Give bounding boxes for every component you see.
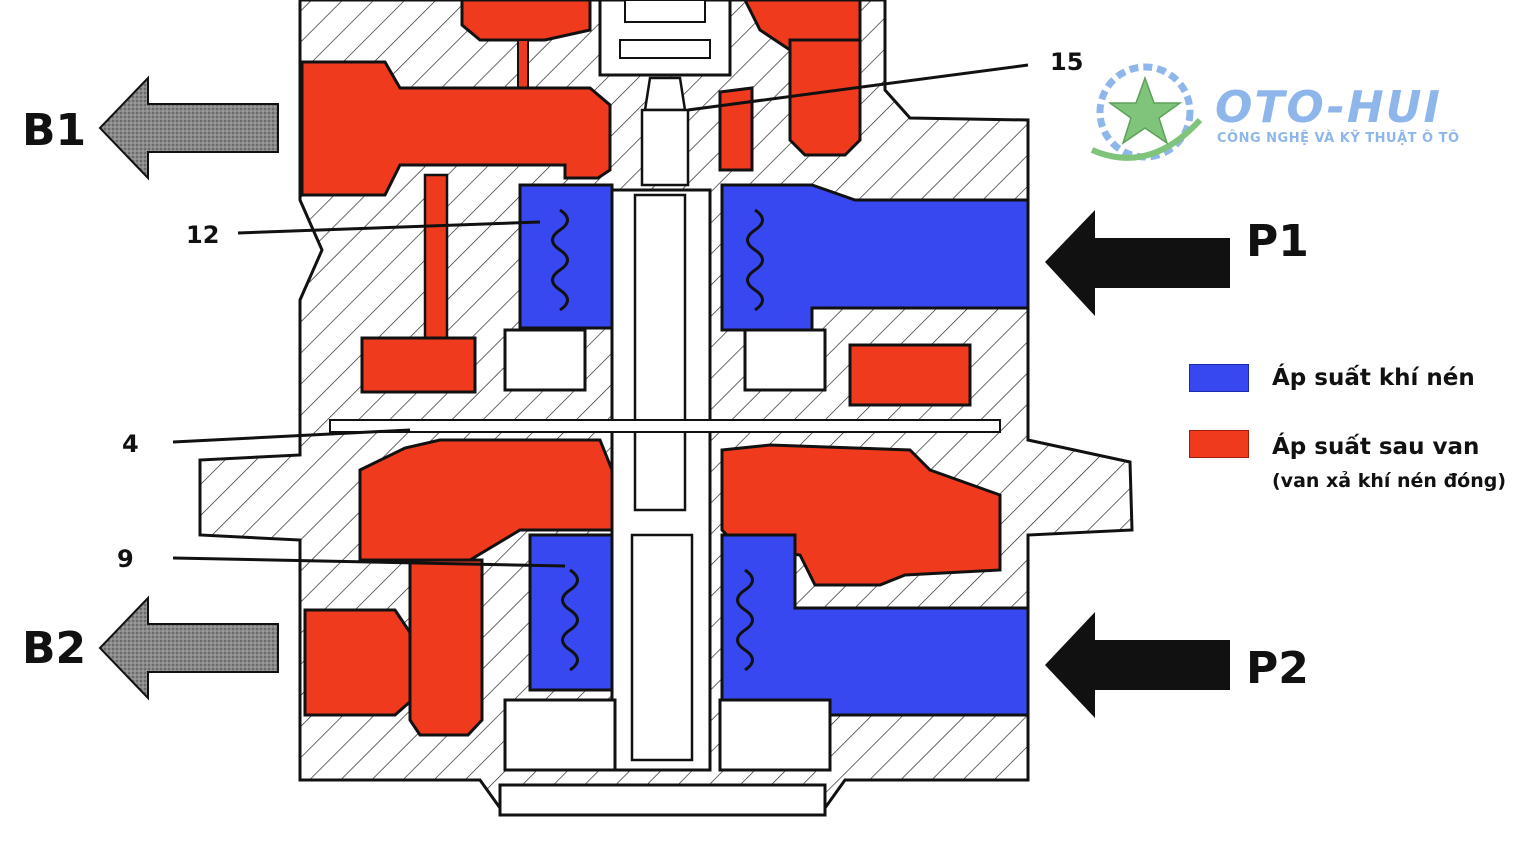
- port-label-b2: B2: [22, 623, 86, 674]
- callout-15: 15: [1050, 48, 1083, 76]
- legend-label-compressed-air: Áp suất khí nén: [1272, 365, 1475, 391]
- top-stem: [598, 0, 732, 187]
- port-b2-arrow: [98, 595, 279, 701]
- oto-hui-logo: OTO-HUI CÔNG NGHỆ VÀ KỸ THUẬT Ô TÔ: [1090, 63, 1460, 161]
- logo-tagline: CÔNG NGHỆ VÀ KỸ THUẬT Ô TÔ: [1217, 130, 1460, 146]
- callout-4: 4: [122, 430, 139, 458]
- port-b1-arrow: [98, 75, 279, 181]
- star-icon: [1107, 75, 1183, 145]
- spring-details: [498, 208, 832, 817]
- port-p1-arrow: [1045, 210, 1230, 316]
- port-label-p1: P1: [1246, 216, 1309, 267]
- port-p2-arrow: [1045, 612, 1230, 718]
- callout-9: 9: [117, 545, 134, 573]
- callout-12: 12: [186, 221, 219, 249]
- after-valve-pressure-regions: [300, 0, 1002, 737]
- logo-name: OTO-HUI: [1215, 82, 1442, 133]
- legend-note-after-valve: (van xả khí nén đóng): [1272, 470, 1507, 492]
- leader-lines: [172, 63, 1029, 568]
- port-label-p2: P2: [1246, 643, 1309, 694]
- legend-label-after-valve: Áp suất sau van: [1272, 434, 1480, 460]
- legend-swatch-after-valve: [1189, 430, 1249, 458]
- port-label-b1: B1: [22, 105, 86, 156]
- legend-swatch-compressed-air: [1189, 364, 1249, 392]
